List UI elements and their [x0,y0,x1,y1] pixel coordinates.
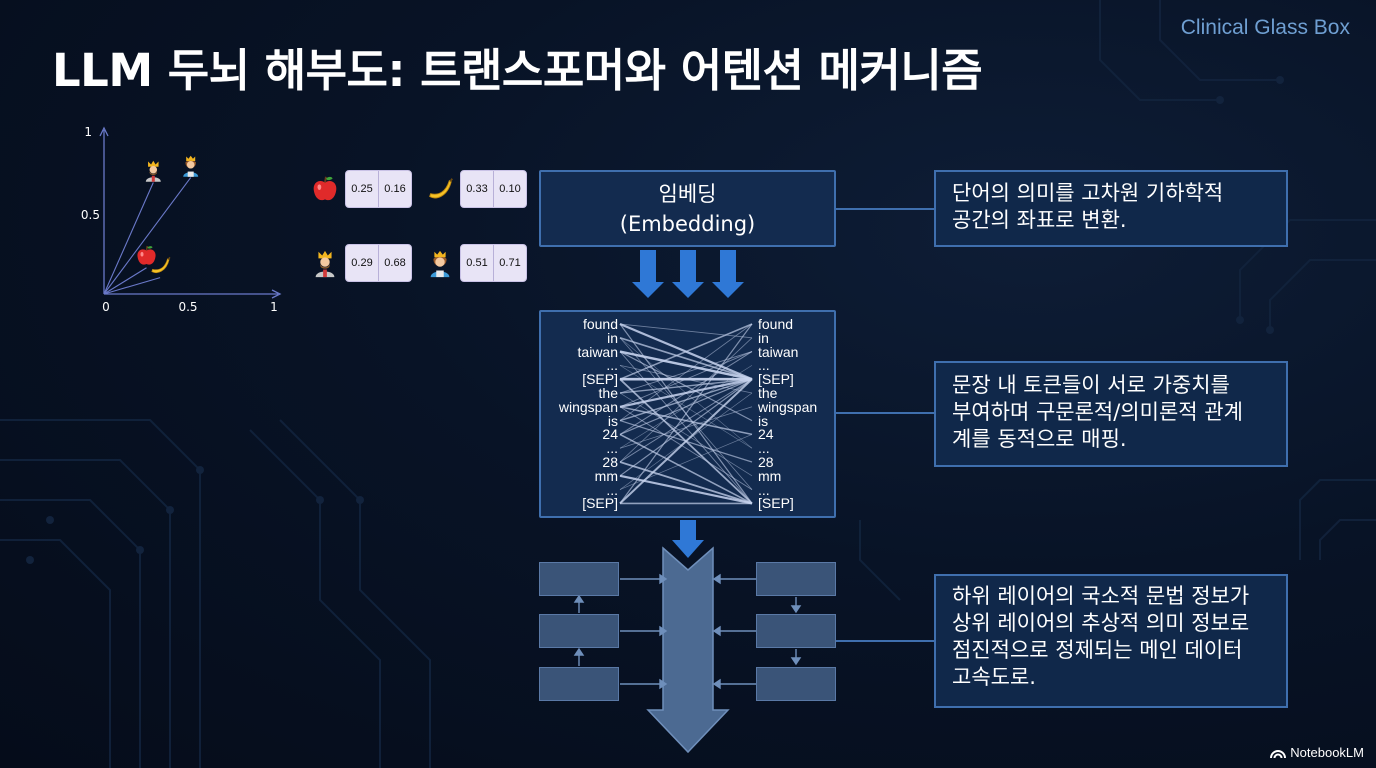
queen-icon [183,155,199,177]
vector-chip: 0.33 0.10 [460,170,527,208]
note-line: 상위 레이어의 추상적 의미 정보로 [952,611,1250,635]
attention-token-left: ... [606,440,618,457]
attention-token-left: 28 [602,454,618,470]
x-tick-label: 1 [270,300,278,314]
notebooklm-logo: NotebookLM [1270,745,1364,760]
attention-token-right: taiwan [758,343,799,360]
page-title: LLM 두뇌 해부도: 트랜스포머와 어텐션 메커니즘 [52,44,983,97]
vector-row: 0.25 0.16 0.33 0.10 [309,169,539,209]
embedding-label: 임베딩 [658,181,717,206]
attention-token-right: ... [758,440,770,457]
attention-token-right: the [758,385,778,401]
x-tick-label: 0.5 [178,300,197,314]
attention-token-right: found [758,316,794,332]
queen-icon [424,247,456,279]
note-line: 부여하며 구문론적/의미론적 관계 [952,400,1243,424]
attention-token-right: ... [758,357,770,374]
scatter-point [183,155,199,177]
attention-token-right: [SEP] [758,495,794,512]
vector-value: 0.25 [351,183,373,195]
banana-icon [424,173,456,205]
embedding-scatter-chart: 1 0.5 0 0.5 1 [81,125,282,314]
attention-token-left: ... [606,481,618,498]
layer-block [539,614,619,648]
scatter-point [137,245,156,265]
attention-token-left: in [607,329,618,346]
vector-chip: 0.51 0.71 [460,244,527,282]
y-tick-label: 1 [84,125,92,139]
residual-note: 하위 레이어의 국소적 문법 정보가 상위 레이어의 추상적 의미 정보로 점진… [934,574,1288,708]
attention-note: 문장 내 토큰들이 서로 가중치를 부여하며 구문론적/의미론적 관계 계를 동… [934,361,1288,467]
banana-icon [429,178,453,199]
scatter-point [151,256,171,274]
vector-value: 0.68 [378,245,411,281]
vector-line [103,277,161,295]
layer-block [539,667,619,701]
attention-token-left: 24 [602,426,618,443]
vector-chip: 0.29 0.68 [345,244,412,282]
vector-value: 0.29 [351,257,373,269]
attention-token-left: mm [594,467,618,484]
attention-token-left: wingspan [558,398,618,415]
attention-token-right: is [758,412,769,429]
layer-block [756,667,836,701]
vector-value: 0.16 [378,171,411,207]
attention-token-left: ... [606,357,618,374]
attention-token-right: 24 [758,426,774,443]
banana-icon [151,256,171,274]
vector-value: 0.10 [493,171,526,207]
attention-token-right: in [758,329,769,346]
embedding-label-en: (Embedding) [619,211,756,236]
footer-label: NotebookLM [1290,745,1364,760]
king-icon [309,247,341,279]
layer-block [756,614,836,648]
notebooklm-icon [1270,749,1287,758]
attention-token-left: taiwan [577,343,618,360]
embedding-note: 단어의 의미를 고차원 기하학적 공간의 좌표로 변환. [934,170,1288,247]
king-icon [315,250,335,278]
chart-axes [99,126,282,299]
brand-label: Clinical Glass Box [1180,16,1350,39]
attention-token-left: [SEP] [582,495,618,512]
attention-token-left: found [582,316,618,332]
apple-icon [313,176,337,201]
note-line: 공간의 좌표로 변환. [952,208,1127,232]
apple-icon [137,245,156,265]
attention-token-left: is [607,412,618,429]
layer-block [539,562,619,596]
note-line: 고속도로. [952,665,1036,689]
king-icon [145,160,161,182]
queen-icon [430,250,450,278]
attention-token-right: 28 [758,454,774,470]
vector-value: 0.51 [466,257,488,269]
note-line: 계를 동적으로 매핑. [952,427,1127,451]
vector-line [103,182,154,295]
y-tick-label: 0.5 [81,208,100,222]
note-line: 점진적으로 정제되는 메인 데이터 [952,638,1243,662]
vector-value: 0.33 [466,183,488,195]
vector-value: 0.71 [493,245,526,281]
vector-chip: 0.25 0.16 [345,170,412,208]
attention-token-right: [SEP] [758,371,794,388]
apple-icon [309,173,341,205]
attention-token-right: mm [758,467,782,484]
attention-token-right: wingspan [758,398,818,415]
vector-line [103,267,147,295]
note-line: 단어의 의미를 고차원 기하학적 [952,181,1224,205]
layer-block [756,562,836,596]
attention-token-left: [SEP] [582,371,618,388]
scatter-point [145,160,161,182]
vector-line [103,177,192,295]
x-tick-label: 0 [102,300,110,314]
vector-row: 0.29 0.68 0.51 0.71 [309,243,539,283]
attention-token-left: the [598,385,618,401]
note-line: 문장 내 토큰들이 서로 가중치를 [952,373,1230,397]
attention-token-right: ... [758,481,770,498]
embedding-box: 임베딩 (Embedding) [539,170,836,247]
note-line: 하위 레이어의 국소적 문법 정보가 [952,584,1250,608]
